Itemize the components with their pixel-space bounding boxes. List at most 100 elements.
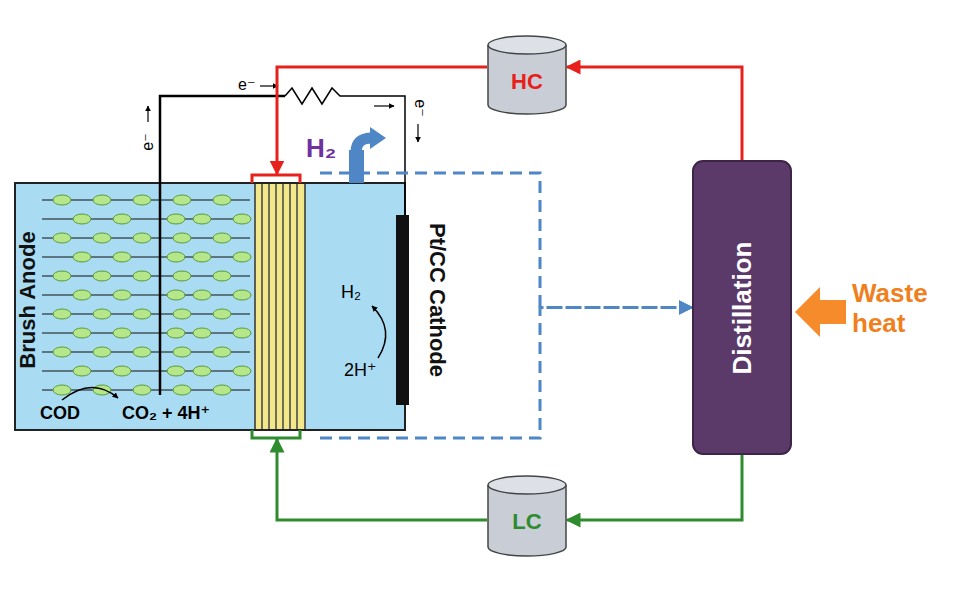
brush-bristles [133,309,151,319]
brush-bristles [113,328,131,338]
brush-bristles [113,366,131,376]
brush-bristles [73,252,91,262]
cathode-electrode [396,215,409,405]
brush-bristles [53,385,71,395]
cold-flow-line [567,455,742,520]
membrane-stack [282,184,284,429]
effluent-flow-line [320,173,692,438]
tank-label: HC [511,70,543,94]
cathode-chamber [305,183,405,430]
electrode-label: Brush Anode [16,231,40,368]
electron-label: e⁻ [411,99,429,116]
brush-bristles [193,366,211,376]
brush-bristles [193,328,211,338]
brush-bristles [73,328,91,338]
hydrogen-outlet [356,138,372,152]
process-label: Distillation [728,241,757,374]
brush-bristles [233,214,251,224]
brush-bristles [213,271,231,281]
electron-label: e⁻ [139,133,157,150]
brush-bristles [53,271,71,281]
stack-inlet-bracket [252,175,300,438]
effluent-flow-line [320,308,692,439]
brush-bristles [167,214,185,224]
stack-inlet-bracket [252,430,300,438]
heat-label: Waste heat [852,279,970,339]
brush-bristles [133,195,151,205]
membrane-stack [255,183,305,430]
reaction-arrow [62,387,118,400]
cold-flow-line [277,439,487,520]
membrane-stack [296,184,298,429]
brush-bristles [193,252,211,262]
brush-bristles [53,233,71,243]
brush-bristles [233,328,251,338]
brush-bristles [173,233,191,243]
electron-label: e⁻ [238,76,255,94]
membrane-stack [261,184,263,429]
brush-bristles [173,385,191,395]
external-circuit [147,106,148,122]
brush-bristles [193,290,211,300]
reaction-arrow [62,306,386,400]
brush-bristles [133,233,151,243]
membrane-stack [255,183,305,430]
brush-bristles [93,233,111,243]
brush-bristles [233,290,251,300]
brush-bristles [53,347,71,357]
brush-bristles [73,366,91,376]
brush-bristles [213,195,231,205]
hot-flow-line [567,67,742,160]
species-label: CO₂ + 4H⁺ [122,403,210,424]
cathode-electrode [396,215,409,405]
brush-bristles [173,347,191,357]
brush-bristles [93,385,111,395]
brush-bristles [42,195,251,395]
hydrogen-outlet [370,127,386,149]
waste-heat-arrow [795,287,846,337]
brush-bristles [233,252,251,262]
brush-bristles [213,385,231,395]
cold-flow-line [277,439,487,520]
distillation-column-outline [693,161,791,454]
hydrogen-outlet [349,127,386,183]
cold-flow-line [567,455,742,520]
brush-bristles [93,347,111,357]
cell-outline [15,183,405,430]
brush-bristles [73,290,91,300]
brush-bristles [113,214,131,224]
brush-bristles [53,195,71,205]
brush-bristles [167,290,185,300]
species-label: 2H⁺ [344,360,377,381]
tank-label: LC [512,510,541,534]
hot-flow-line [277,67,487,174]
brush-bristles [93,271,111,281]
stack-inlet-bracket [252,175,300,183]
storage-tank-outline [488,36,566,54]
gas-label: H₂ [306,134,336,164]
storage-tank: HC [487,35,567,115]
brush-bristles [167,366,185,376]
electrode-label: Pt/CC Cathode [425,223,449,377]
hot-flow-line [567,67,742,160]
brush-bristles [133,385,151,395]
brush-bristles [173,195,191,205]
brush-bristles [233,366,251,376]
effluent-flow-line [320,173,692,308]
brush-bristles [93,195,111,205]
cathode-chamber [305,183,405,430]
brush-bristles [213,233,231,243]
external-circuit [417,124,418,142]
hydrogen-outlet [349,150,364,183]
storage-tank-outline [488,485,566,556]
external-circuit [260,85,278,86]
membrane-stack [268,184,270,429]
anode-chamber [15,183,255,430]
brush-bristles [113,252,131,262]
waste-heat-arrow [795,287,846,337]
brush-bristles [193,214,211,224]
membrane-stack [289,184,291,429]
hot-flow-line [277,67,487,174]
electrolysis-cell: Brush AnodePt/CC Cathode [15,183,405,430]
